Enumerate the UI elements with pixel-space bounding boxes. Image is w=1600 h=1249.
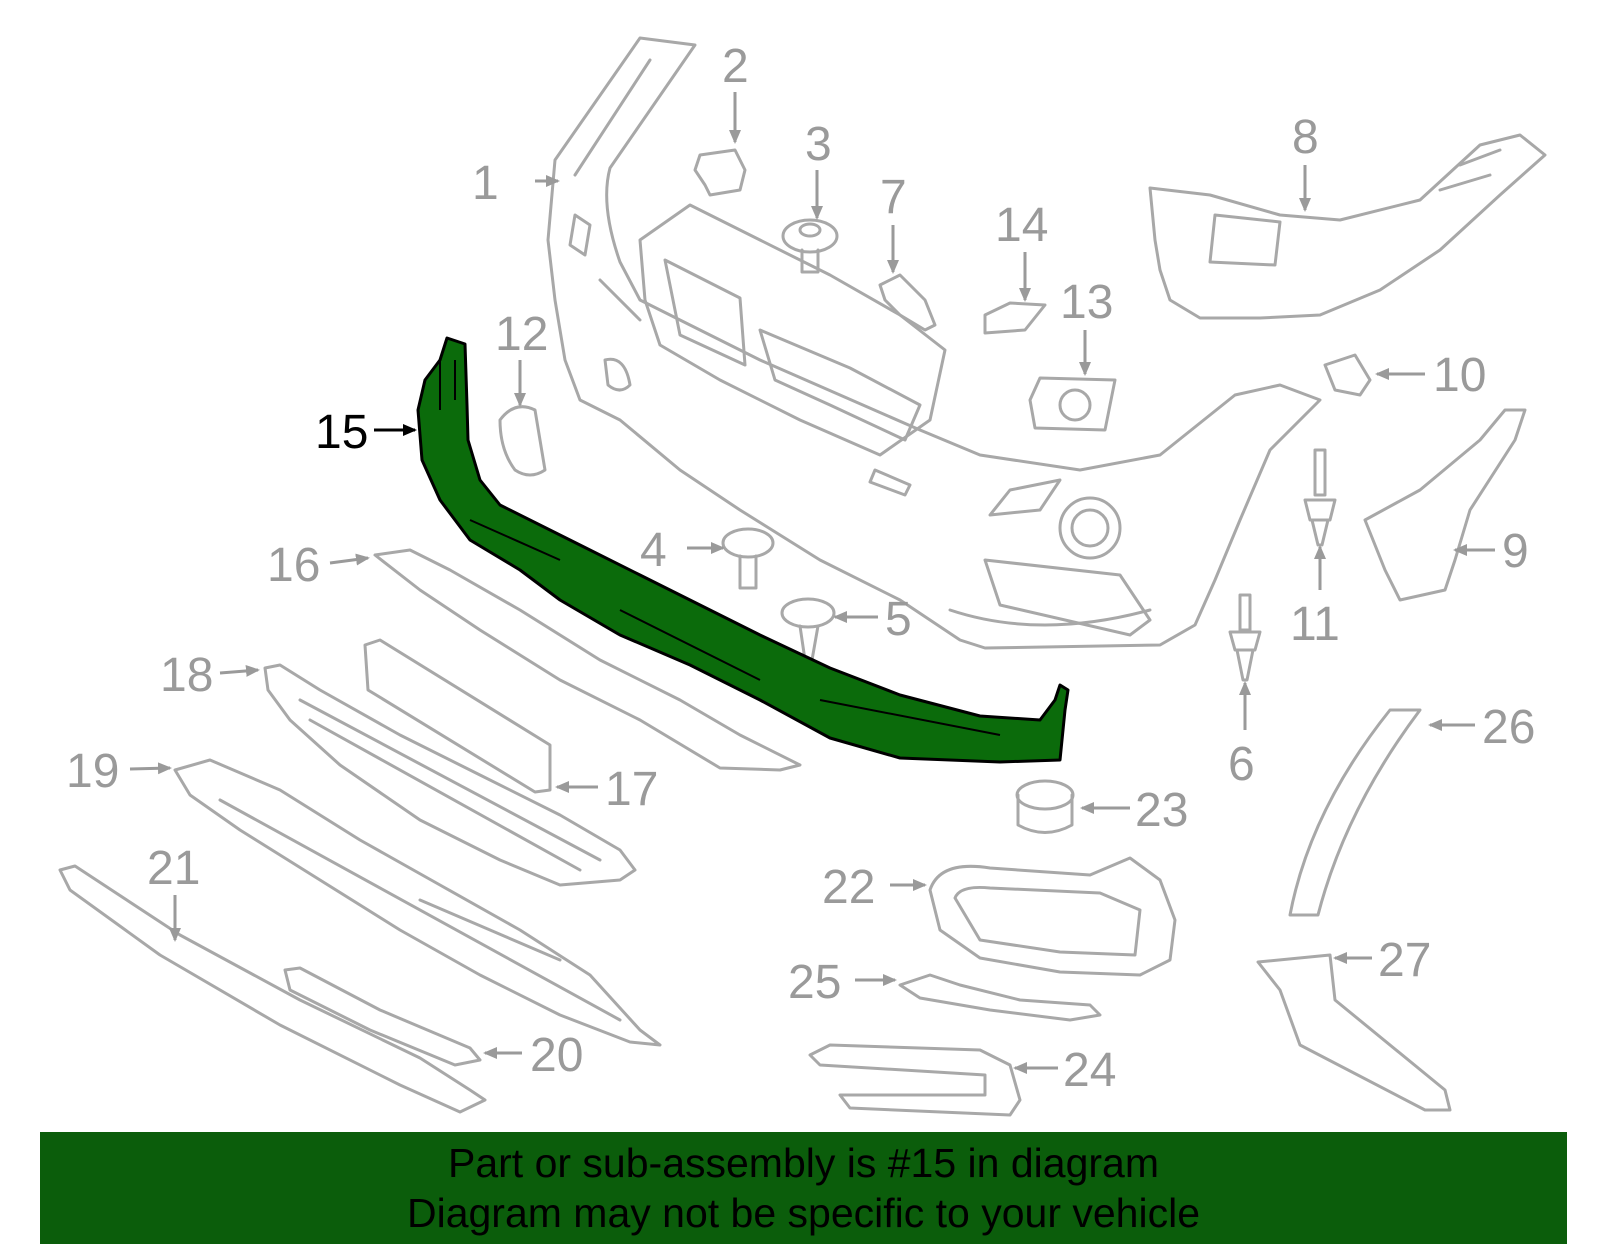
info-banner: Part or sub-assembly is #15 in diagram D… bbox=[40, 1132, 1567, 1244]
part-17-plate-bracket[interactable] bbox=[363, 638, 552, 794]
banner-line-1: Part or sub-assembly is #15 in diagram bbox=[448, 1140, 1159, 1186]
part-23-sensor[interactable] bbox=[1015, 779, 1075, 834]
callout-16[interactable]: 16 bbox=[267, 539, 320, 592]
callout-19[interactable]: 19 bbox=[66, 745, 119, 798]
callout-25[interactable]: 25 bbox=[788, 956, 841, 1009]
part-13-tow-cover[interactable] bbox=[1028, 376, 1117, 432]
part-3-clip[interactable] bbox=[781, 218, 839, 274]
callout-1[interactable]: 1 bbox=[472, 157, 499, 210]
part-9-bracket[interactable] bbox=[1363, 408, 1527, 602]
callout-24[interactable]: 24 bbox=[1063, 1044, 1116, 1097]
callout-4[interactable]: 4 bbox=[640, 524, 667, 577]
part-15-lower-spoiler[interactable] bbox=[416, 336, 1070, 764]
callout-3[interactable]: 3 bbox=[805, 118, 832, 171]
part-20-trim-strip[interactable] bbox=[283, 966, 482, 1067]
part-21-trim-strip[interactable] bbox=[58, 864, 487, 1114]
callout-14[interactable]: 14 bbox=[995, 199, 1048, 252]
callout-labels: 1 2 3 7 14 13 8 10 9 11 6 12 15 4 5 16 1… bbox=[66, 40, 1535, 1097]
part-24-bezel[interactable] bbox=[808, 1043, 1022, 1117]
part-6-rivet[interactable] bbox=[1228, 593, 1262, 682]
callout-11[interactable]: 11 bbox=[1290, 598, 1340, 651]
part-12-cover[interactable] bbox=[498, 405, 547, 477]
part-7-bracket[interactable] bbox=[878, 273, 937, 332]
callout-6[interactable]: 6 bbox=[1228, 738, 1255, 791]
callout-2[interactable]: 2 bbox=[722, 40, 749, 93]
callout-20[interactable]: 20 bbox=[530, 1029, 583, 1082]
part-25-trim[interactable] bbox=[898, 973, 1102, 1022]
part-4-clip[interactable] bbox=[721, 527, 775, 590]
callout-21[interactable]: 21 bbox=[147, 842, 200, 895]
callout-12[interactable]: 12 bbox=[495, 308, 548, 361]
callout-9[interactable]: 9 bbox=[1502, 525, 1529, 578]
callout-17[interactable]: 17 bbox=[605, 763, 658, 816]
part-19-grille[interactable] bbox=[173, 758, 662, 1047]
part-14-cover[interactable] bbox=[983, 301, 1047, 335]
part-10-nut[interactable] bbox=[1323, 353, 1372, 397]
part-22-fog-housing[interactable] bbox=[928, 856, 1177, 977]
callout-27[interactable]: 27 bbox=[1378, 934, 1431, 987]
callout-10[interactable]: 10 bbox=[1433, 349, 1486, 402]
part-2-bracket[interactable] bbox=[693, 148, 747, 197]
part-1-bumper-cover[interactable] bbox=[546, 36, 1322, 650]
callout-26[interactable]: 26 bbox=[1482, 701, 1535, 754]
part-18-grille[interactable] bbox=[263, 663, 637, 887]
callout-18[interactable]: 18 bbox=[160, 649, 213, 702]
part-8-bracket[interactable] bbox=[1148, 133, 1547, 320]
callout-8[interactable]: 8 bbox=[1292, 111, 1319, 164]
part-11-rivet[interactable] bbox=[1303, 448, 1337, 547]
callout-7[interactable]: 7 bbox=[880, 171, 907, 224]
part-16-strip[interactable] bbox=[373, 548, 802, 772]
callout-5[interactable]: 5 bbox=[885, 593, 912, 646]
banner-line-2: Diagram may not be specific to your vehi… bbox=[406, 1190, 1200, 1236]
callout-22[interactable]: 22 bbox=[822, 861, 875, 914]
callout-13[interactable]: 13 bbox=[1060, 276, 1113, 329]
callout-15[interactable]: 15 bbox=[315, 406, 368, 459]
part-27-air-duct[interactable] bbox=[1256, 953, 1452, 1112]
callout-arrows bbox=[129, 92, 1495, 1074]
callout-23[interactable]: 23 bbox=[1135, 784, 1188, 837]
part-26-wheel-arch-trim[interactable] bbox=[1288, 708, 1422, 917]
